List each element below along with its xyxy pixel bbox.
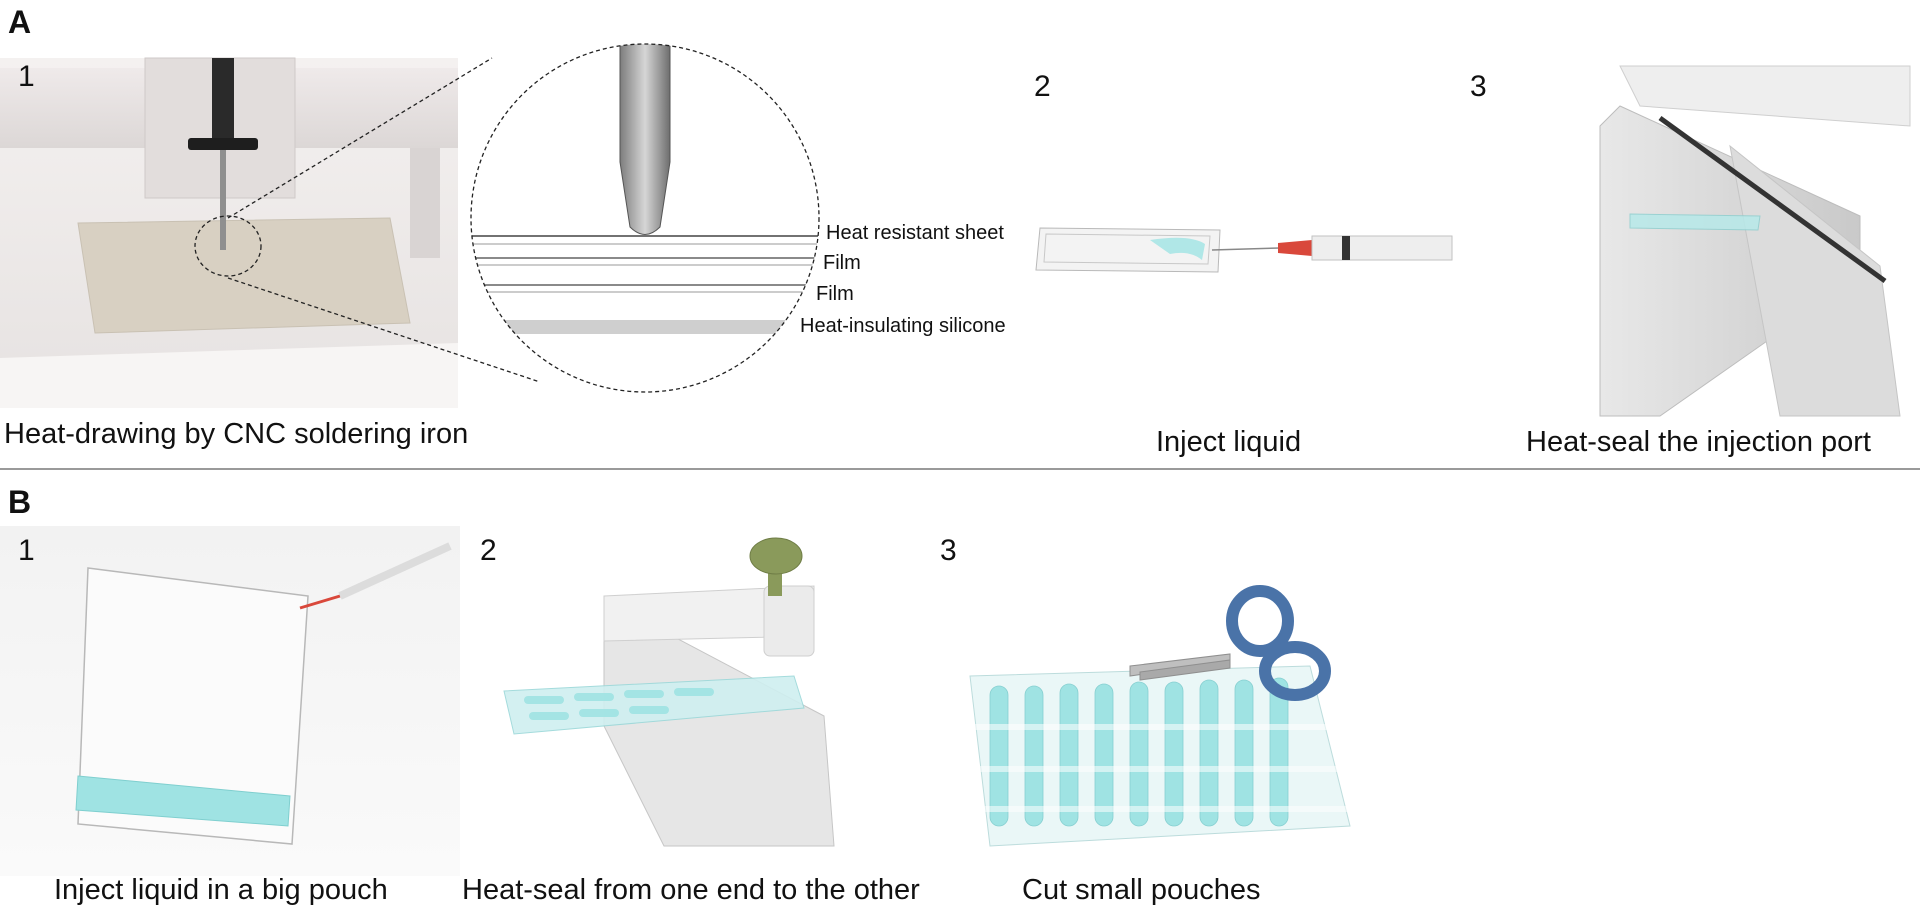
cut-pouches-illustration [930,526,1380,866]
a3-step-number: 3 [1470,70,1487,103]
a1-caption: Heat-drawing by CNC soldering iron [4,418,469,450]
b2-caption: Heat-seal from one end to the other [462,874,920,906]
b1-step-number: 1 [18,534,35,567]
section-divider [0,468,1920,470]
b2-step-number: 2 [480,534,497,567]
heat-sealer-illustration [1599,65,1911,417]
b3-step-number: 3 [940,534,957,567]
a2-step-number: 2 [1034,70,1051,103]
big-pouch-illustration [0,526,460,876]
layer-label-film-lower: Film [816,283,854,305]
panel-a-letter: A [8,4,32,40]
layer-label-heat-resistant-sheet: Heat resistant sheet [826,222,1004,244]
inject-liquid-illustration [1035,227,1453,273]
b3-caption: Cut small pouches [1022,874,1261,906]
cnc-soldering-illustration [0,57,458,408]
hand-sealer-illustration [464,526,924,866]
a1-step-number: 1 [18,60,35,93]
layer-label-heat-insulating-silicone: Heat-insulating silicone [800,315,1006,337]
magnified-layer-circle [470,43,820,393]
a2-caption: Inject liquid [1156,426,1302,458]
a3-caption: Heat-seal the injection port [1526,426,1871,458]
panel-b-letter: B [8,484,32,520]
layer-label-film-upper: Film [823,252,861,274]
b1-caption: Inject liquid in a big pouch [54,874,388,906]
